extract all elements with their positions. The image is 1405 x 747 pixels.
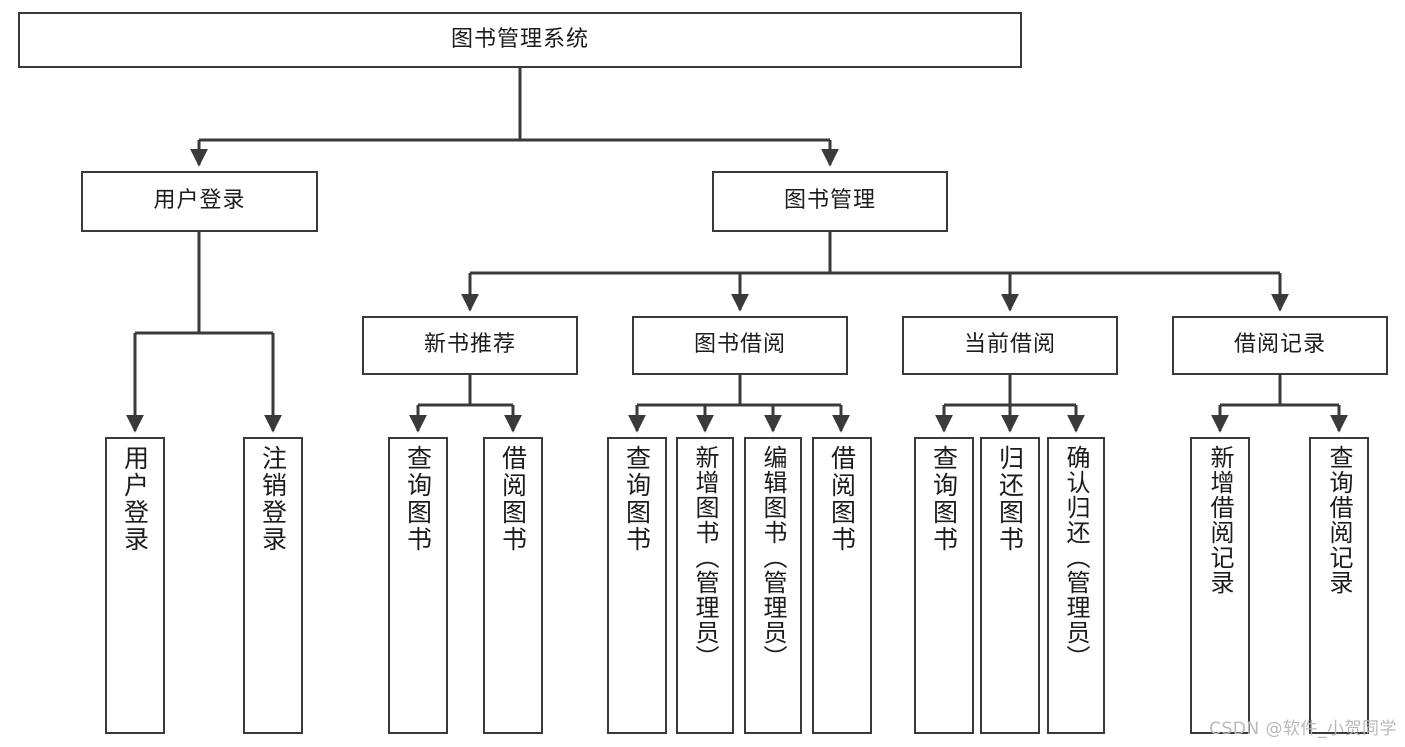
node-root-label: 图书管理系统 xyxy=(450,26,589,52)
leaf-current-borrow-2[interactable]: 归还图书 xyxy=(980,437,1040,734)
node-book-management[interactable]: 图书管理 xyxy=(712,171,948,232)
leaf-borrow-records-2[interactable]: 查询借阅记录 xyxy=(1309,437,1369,734)
node-book-borrow-label: 图书借阅 xyxy=(693,332,786,358)
node-new-book-recommend[interactable]: 新书推荐 xyxy=(362,316,578,375)
node-current-borrow-label: 当前借阅 xyxy=(963,332,1056,358)
leaf-current-borrow-2-label: 归还图书 xyxy=(995,445,1025,553)
node-borrow-records[interactable]: 借阅记录 xyxy=(1172,316,1388,375)
leaf-user-login-1-label: 用户登录 xyxy=(120,445,150,553)
leaf-book-borrow-4[interactable]: 借阅图书 xyxy=(812,437,872,734)
leaf-book-borrow-4-label: 借阅图书 xyxy=(827,445,857,553)
node-user-login[interactable]: 用户登录 xyxy=(81,171,318,232)
node-user-login-label: 用户登录 xyxy=(153,188,246,214)
leaf-new-book-1[interactable]: 查询图书 xyxy=(388,437,448,734)
leaf-borrow-records-1[interactable]: 新增借阅记录 xyxy=(1190,437,1250,734)
node-root[interactable]: 图书管理系统 xyxy=(18,12,1022,68)
node-current-borrow[interactable]: 当前借阅 xyxy=(902,316,1118,375)
leaf-borrow-records-2-label: 查询借阅记录 xyxy=(1325,445,1353,595)
leaf-current-borrow-3-label: 确认归还（管理员） xyxy=(1062,445,1090,670)
node-book-management-label: 图书管理 xyxy=(783,188,876,214)
leaf-book-borrow-2[interactable]: 新增图书（管理员） xyxy=(676,437,734,734)
leaf-book-borrow-2-label: 新增图书（管理员） xyxy=(691,445,719,670)
leaf-new-book-2[interactable]: 借阅图书 xyxy=(483,437,543,734)
leaf-new-book-1-label: 查询图书 xyxy=(403,445,433,553)
leaf-current-borrow-1-label: 查询图书 xyxy=(929,445,959,553)
leaf-book-borrow-1[interactable]: 查询图书 xyxy=(607,437,667,734)
leaf-user-login-2[interactable]: 注销登录 xyxy=(243,437,303,734)
node-new-book-recommend-label: 新书推荐 xyxy=(423,332,516,358)
leaf-current-borrow-3[interactable]: 确认归还（管理员） xyxy=(1047,437,1105,734)
leaf-book-borrow-3-label: 编辑图书（管理员） xyxy=(759,445,787,670)
leaf-borrow-records-1-label: 新增借阅记录 xyxy=(1206,445,1234,595)
node-book-borrow[interactable]: 图书借阅 xyxy=(632,316,848,375)
leaf-current-borrow-1[interactable]: 查询图书 xyxy=(914,437,974,734)
leaf-user-login-1[interactable]: 用户登录 xyxy=(105,437,165,734)
leaf-book-borrow-3[interactable]: 编辑图书（管理员） xyxy=(744,437,802,734)
leaf-user-login-2-label: 注销登录 xyxy=(258,445,288,553)
leaf-book-borrow-1-label: 查询图书 xyxy=(622,445,652,553)
node-borrow-records-label: 借阅记录 xyxy=(1233,332,1326,358)
leaf-new-book-2-label: 借阅图书 xyxy=(498,445,528,553)
